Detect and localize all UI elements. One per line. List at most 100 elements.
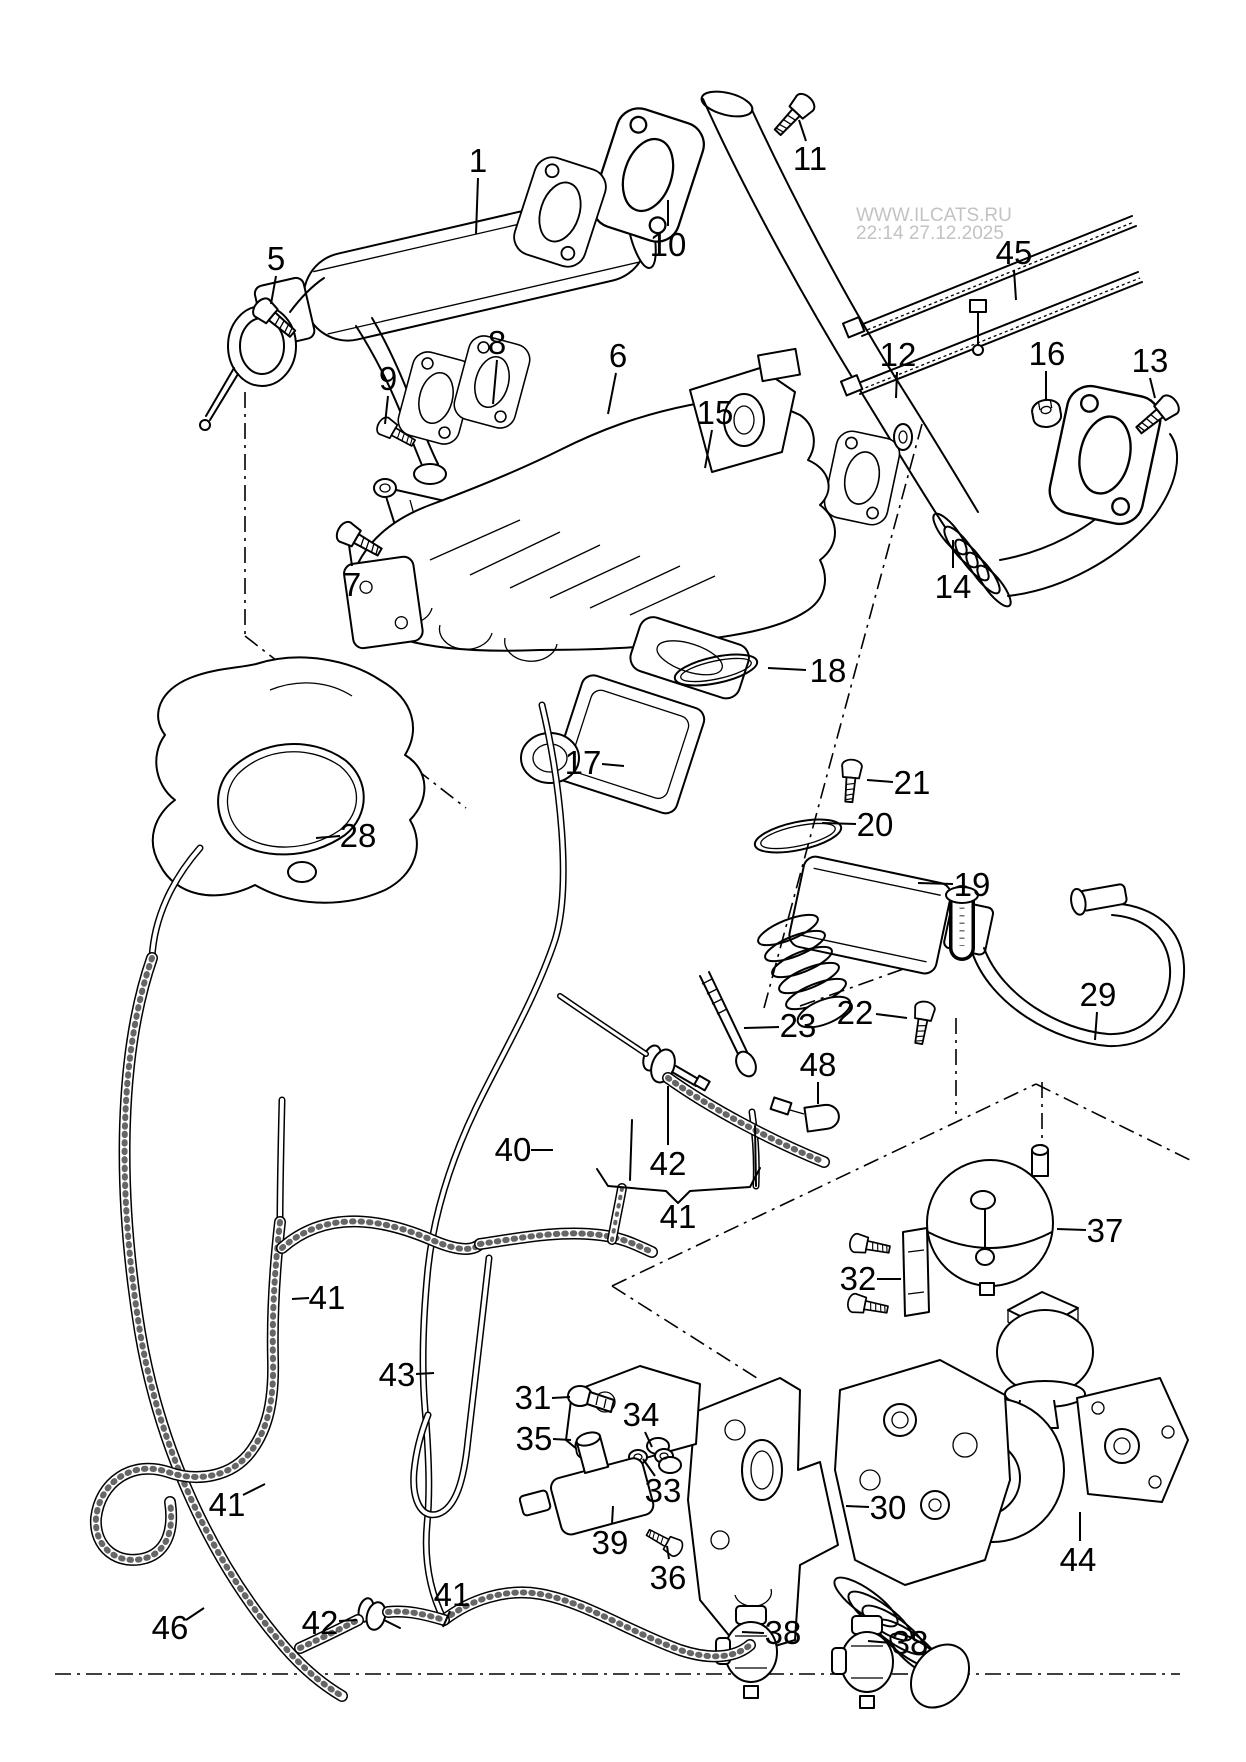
callout-10: 10 [650, 226, 687, 263]
watermark-line2: 22:14 27.12.2025 [856, 223, 1004, 244]
callout-7: 7 [343, 566, 361, 603]
callout-leader-12 [895, 371, 898, 399]
callout-leader-33 [642, 1458, 656, 1477]
callout-leader-41 [242, 1483, 266, 1496]
callout-46: 46 [152, 1609, 189, 1646]
throttle-body-19 [757, 855, 995, 1029]
callout-41: 41 [309, 1279, 346, 1316]
callout-leader-34 [644, 1431, 653, 1448]
callout-leader-41 [442, 1610, 451, 1628]
callout-15: 15 [697, 394, 734, 431]
callout-leader-15 [704, 429, 713, 469]
solenoid-valve-39 [518, 1431, 686, 1560]
callout-14: 14 [935, 568, 972, 605]
callout-35: 35 [516, 1420, 553, 1457]
callout-leader-17 [601, 763, 625, 767]
callout-leader-9 [384, 395, 389, 425]
watermark: WWW.ILCATS.RU 22:14 27.12.2025 [856, 205, 1012, 244]
callout-leader-35 [552, 1438, 572, 1441]
vacuum-reservoir-37 [926, 1144, 1054, 1296]
callout-45: 45 [996, 234, 1033, 271]
callout-42: 42 [302, 1604, 339, 1641]
callout-leader-46 [185, 1607, 205, 1621]
callout-48: 48 [800, 1046, 837, 1083]
callout-38: 38 [765, 1614, 802, 1651]
callout-40: 40 [495, 1131, 532, 1168]
callout-leader-13 [1149, 377, 1156, 399]
intake-manifold-15 [343, 347, 836, 662]
callout-leader-39 [611, 1505, 614, 1525]
callout-41: 41 [209, 1486, 246, 1523]
cover-28 [151, 656, 426, 904]
callout-leader-38 [741, 1631, 765, 1634]
callout-31: 31 [515, 1379, 552, 1416]
callout-9: 9 [379, 360, 397, 397]
callout-6: 6 [609, 337, 627, 374]
callout-leader-1 [475, 177, 479, 235]
callout-43: 43 [379, 1356, 416, 1393]
o-ring-18 [673, 653, 759, 687]
callout-42: 42 [650, 1145, 687, 1182]
callout-leader-30 [845, 1505, 870, 1508]
callout-leader-23 [743, 1026, 780, 1029]
hose-29 [945, 883, 1186, 1048]
cable-ties-45 [839, 215, 1143, 397]
callout-44: 44 [1060, 1541, 1097, 1578]
bracket-32 [845, 1227, 930, 1320]
stud-23 [699, 971, 757, 1078]
callout-38: 38 [892, 1624, 929, 1661]
callout-leader-22 [875, 1013, 908, 1019]
callout-36: 36 [650, 1559, 687, 1596]
callout-16: 16 [1029, 335, 1066, 372]
egr-pipe-12 [700, 90, 1178, 608]
callout-22: 22 [837, 994, 874, 1031]
callout-leader-18 [767, 667, 807, 671]
gaskets-8 [393, 331, 535, 449]
callout-37: 37 [1087, 1212, 1124, 1249]
callout-leader-36 [666, 1545, 670, 1560]
callout-32: 32 [840, 1260, 877, 1297]
callout-19: 19 [954, 866, 991, 903]
callout-leader-28 [315, 835, 341, 839]
callout-leader-21 [866, 779, 894, 783]
callout-23: 23 [780, 1007, 817, 1044]
callout-18: 18 [810, 652, 847, 689]
callout-33: 33 [645, 1472, 682, 1509]
callout-leader-43 [415, 1372, 435, 1375]
callout-leader-8 [492, 359, 498, 405]
callout-29: 29 [1080, 976, 1117, 1013]
callout-leader-19 [917, 882, 954, 885]
callout-12: 12 [880, 336, 917, 373]
callout-leader-7 [348, 544, 353, 567]
callout-28: 28 [340, 817, 377, 854]
callout-leader-38 [867, 1640, 893, 1644]
callout-leader-42 [338, 1619, 358, 1622]
callout-leader-37 [1056, 1228, 1087, 1231]
callout-11: 11 [793, 140, 827, 177]
callout-30: 30 [870, 1489, 907, 1526]
callout-17: 17 [565, 744, 602, 781]
callout-13: 13 [1132, 342, 1169, 379]
callout-41: 41 [434, 1576, 471, 1613]
callout-leader-45 [1013, 269, 1017, 301]
callout-21: 21 [894, 764, 931, 801]
callout-leader-20 [821, 822, 857, 825]
watermark-line1: WWW.ILCATS.RU [856, 205, 1012, 226]
cap-48 [769, 1096, 840, 1133]
mounting-bracket-30 [687, 1359, 1011, 1656]
callout-leader-31 [551, 1396, 571, 1399]
callout-8: 8 [488, 324, 506, 361]
callout-39: 39 [592, 1524, 629, 1561]
vacuum-hoses [89, 701, 830, 1702]
callout-leader-6 [607, 372, 617, 415]
callout-41: 41 [660, 1198, 697, 1235]
valves-38 [715, 1605, 894, 1709]
callout-34: 34 [623, 1396, 660, 1433]
callout-1: 1 [469, 142, 487, 179]
brace-41 [596, 1119, 761, 1204]
o-ring-20 [753, 818, 843, 854]
callout-20: 20 [857, 806, 894, 843]
